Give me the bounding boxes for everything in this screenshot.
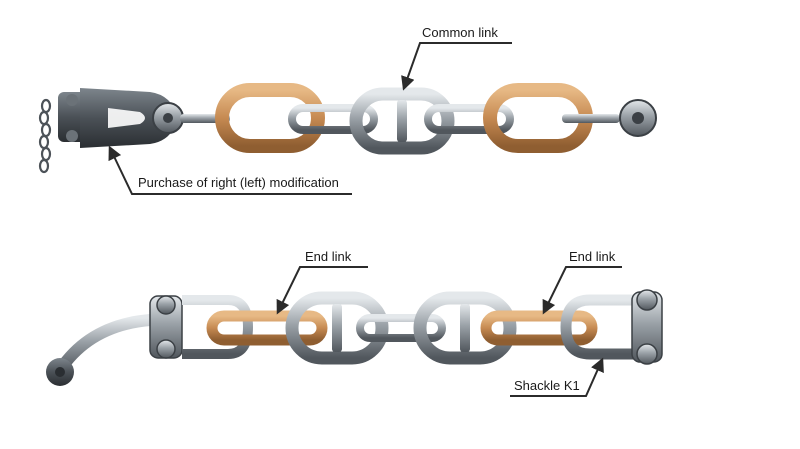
bottom-chain [46, 289, 663, 386]
bottom-stud-link-2 [413, 291, 517, 365]
bottom-steel-link [356, 314, 446, 342]
bottom-bronze-link-right [480, 310, 598, 346]
bottom-shackle-left [149, 295, 254, 359]
top-chain [38, 83, 657, 174]
leader-shackle [510, 357, 604, 397]
label-common-link: Common link [422, 25, 498, 40]
label-shackle: Shackle K1 [514, 378, 580, 393]
purchase-fitting [58, 88, 184, 148]
label-end-link-left: End link [305, 249, 352, 264]
bottom-stud-link-1 [285, 291, 389, 365]
bottom-shackle-right [560, 289, 663, 365]
top-steel-link-1 [288, 104, 378, 134]
label-end-link-right: End link [569, 249, 616, 264]
leader-lines [108, 42, 622, 397]
bottom-bent-arm [46, 312, 181, 386]
top-end-bar [562, 114, 620, 123]
small-hanging-chain [38, 98, 52, 174]
leader-end-link-right [542, 266, 622, 315]
top-bronze-link-left [215, 83, 325, 153]
top-common-link [349, 87, 455, 155]
bottom-bronze-link-left [206, 310, 328, 346]
top-steel-link-2 [424, 104, 514, 134]
leader-common-link [401, 42, 512, 91]
leader-end-link-left [276, 266, 368, 315]
leader-purchase [108, 145, 352, 195]
label-purchase: Purchase of right (left) modification [138, 175, 339, 190]
